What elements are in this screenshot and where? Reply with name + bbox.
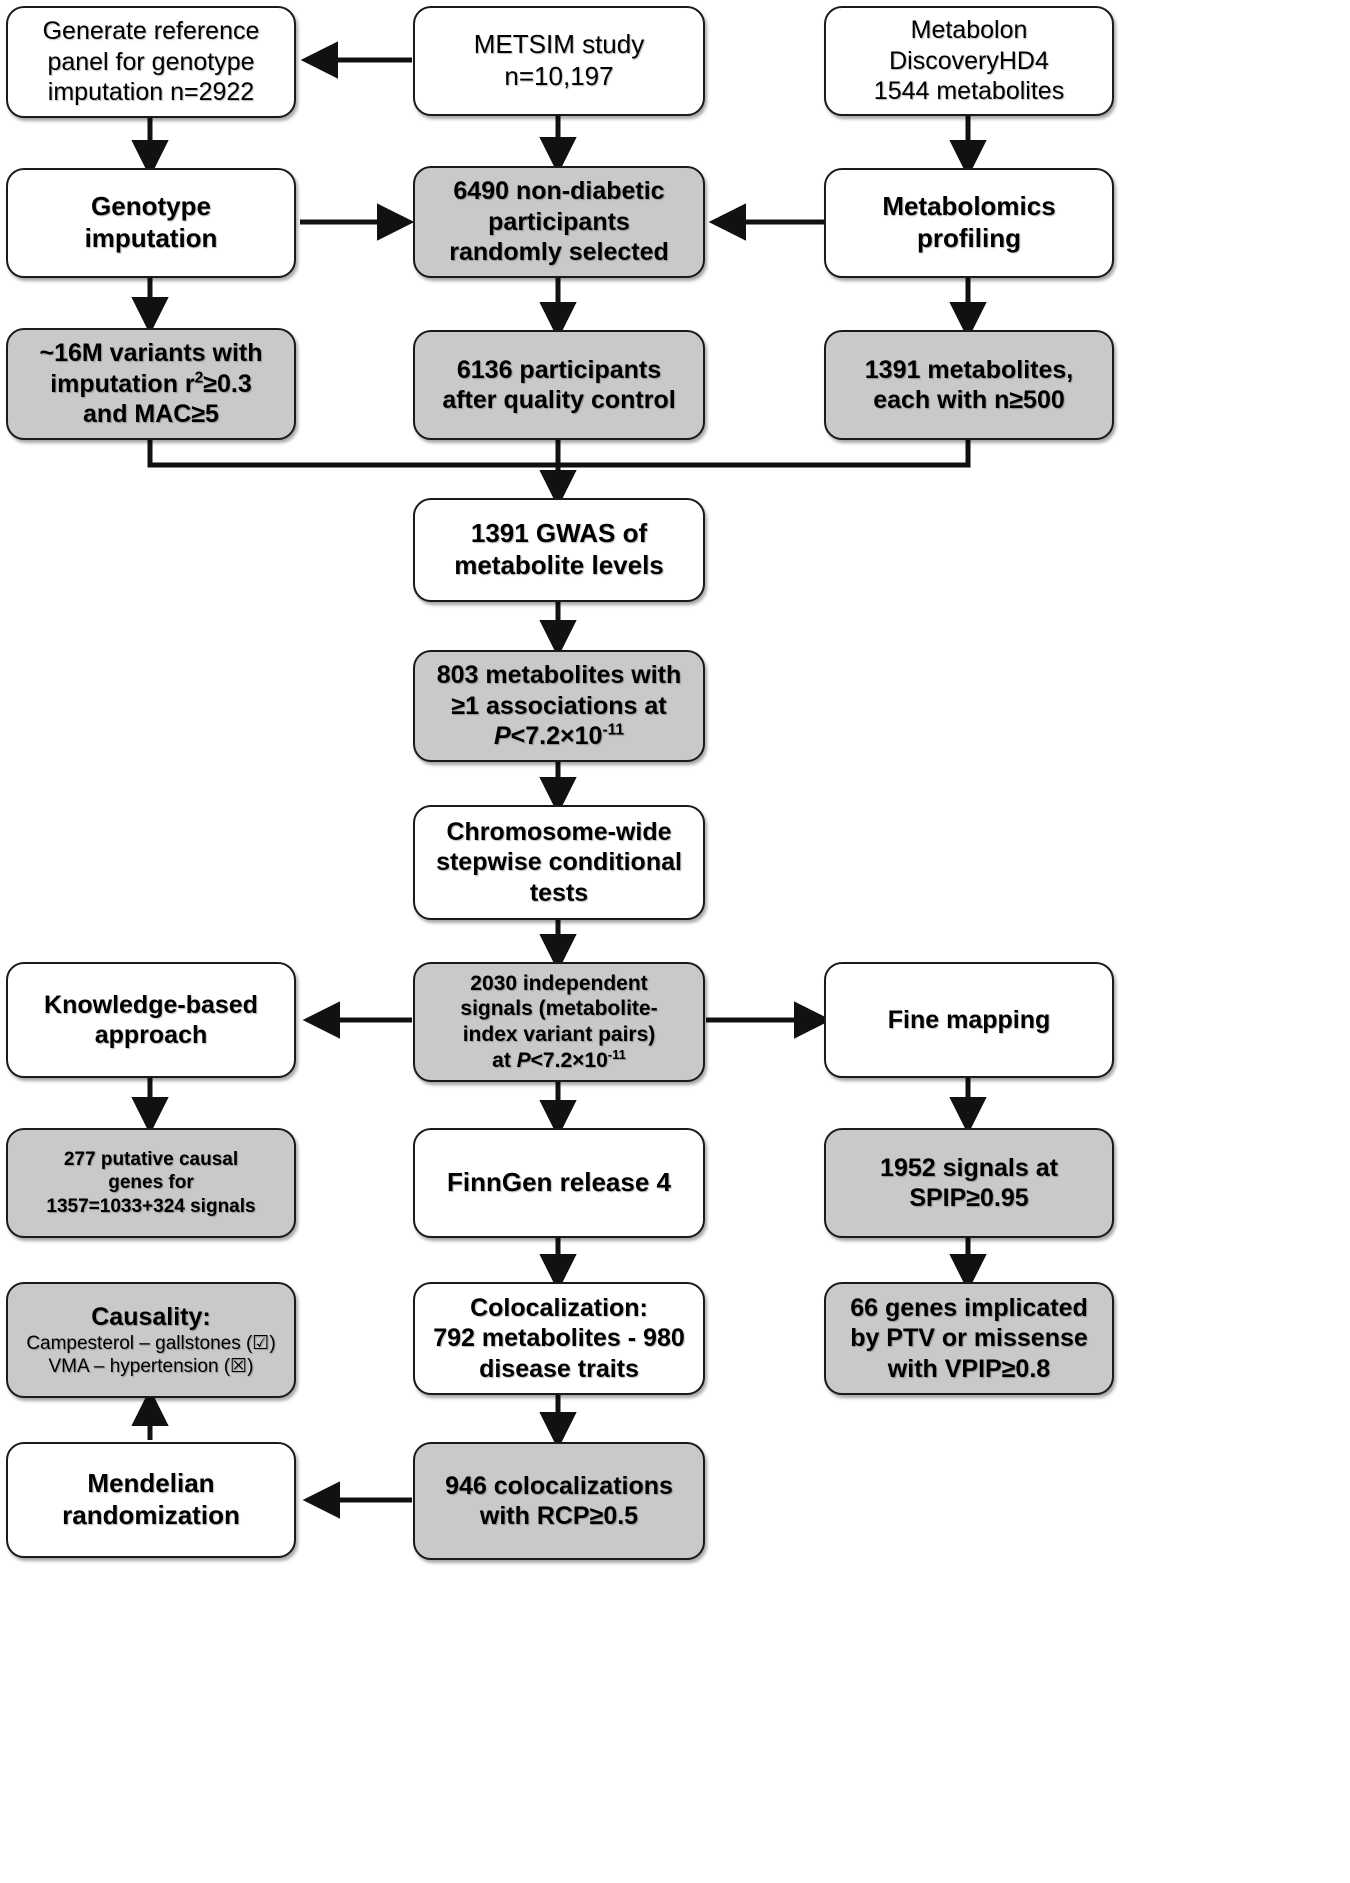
node-non-diabetic-participants: 6490 non-diabetic participants randomly … <box>413 166 705 278</box>
node-variants-text: ~16M variants with imputation r2≥0.3 and… <box>39 339 263 429</box>
node-signals-2030-text: 2030 independent signals (metabolite- in… <box>460 971 658 1072</box>
node-variants: ~16M variants with imputation r2≥0.3 and… <box>6 328 296 440</box>
node-knowledge-based-approach-text: Knowledge-based approach <box>44 990 258 1050</box>
node-signals-2030: 2030 independent signals (metabolite- in… <box>413 962 705 1082</box>
node-finngen-release-text: FinnGen release 4 <box>447 1167 671 1198</box>
node-signals-1952-text: 1952 signals at SPIP≥0.95 <box>880 1153 1058 1213</box>
node-causality-heading: Causality: <box>91 1302 211 1331</box>
node-participants-qc: 6136 participants after quality control <box>413 330 705 440</box>
node-causality-line-vma: VMA – hypertension (☒) <box>48 1356 254 1378</box>
node-finngen-release: FinnGen release 4 <box>413 1128 705 1238</box>
node-reference-panel: Generate reference panel for genotype im… <box>6 6 296 118</box>
node-metabolomics-profiling: Metabolomics profiling <box>824 168 1114 278</box>
node-metsim-study: METSIM study n=10,197 <box>413 6 705 116</box>
node-metabolomics-profiling-text: Metabolomics profiling <box>882 191 1056 253</box>
node-metsim-study-text: METSIM study n=10,197 <box>473 29 645 91</box>
node-knowledge-based-approach: Knowledge-based approach <box>6 962 296 1078</box>
node-reference-panel-text: Generate reference panel for genotype im… <box>42 17 260 107</box>
node-causality-line-campesterol: Campesterol – gallstones (☑) <box>26 1333 276 1355</box>
node-mendelian-randomization: Mendelian randomization <box>6 1442 296 1558</box>
node-causal-genes-277-text: 277 putative causal genes for 1357=1033+… <box>46 1149 256 1217</box>
node-genotype-imputation-text: Genotype imputation <box>84 191 218 253</box>
node-gwas: 1391 GWAS of metabolite levels <box>413 498 705 602</box>
node-colocalizations-946: 946 colocalizations with RCP≥0.5 <box>413 1442 705 1560</box>
node-colocalization: Colocalization: 792 metabolites - 980 di… <box>413 1282 705 1395</box>
metabolites-803-superscript: -11 <box>602 721 624 739</box>
node-causal-genes-277: 277 putative causal genes for 1357=1033+… <box>6 1128 296 1238</box>
node-conditional-tests-text: Chromosome-wide stepwise conditional tes… <box>436 817 682 907</box>
node-mendelian-randomization-text: Mendelian randomization <box>62 1468 240 1530</box>
node-metabolites-n500: 1391 metabolites, each with n≥500 <box>824 330 1114 440</box>
node-metabolites-n500-text: 1391 metabolites, each with n≥500 <box>864 355 1074 415</box>
node-non-diabetic-participants-text: 6490 non-diabetic participants randomly … <box>449 177 669 267</box>
node-fine-mapping-text: Fine mapping <box>887 1005 1051 1034</box>
signals-2030-superscript: -11 <box>607 1046 626 1062</box>
node-causality: Causality: Campesterol – gallstones (☑) … <box>6 1282 296 1398</box>
node-colocalization-text: Colocalization: 792 metabolites - 980 di… <box>433 1293 685 1383</box>
variants-superscript: 2 <box>194 369 204 387</box>
node-gwas-text: 1391 GWAS of metabolite levels <box>454 518 664 580</box>
node-genotype-imputation: Genotype imputation <box>6 168 296 278</box>
node-colocalizations-946-text: 946 colocalizations with RCP≥0.5 <box>445 1471 673 1531</box>
node-genes-66-text: 66 genes implicated by PTV or missense w… <box>850 1293 1088 1383</box>
node-participants-qc-text: 6136 participants after quality control <box>442 355 676 415</box>
node-metabolites-803: 803 metabolites with ≥1 associations at … <box>413 650 705 762</box>
node-causality-text: Causality: Campesterol – gallstones (☑) … <box>16 1302 286 1379</box>
node-conditional-tests: Chromosome-wide stepwise conditional tes… <box>413 805 705 920</box>
node-metabolites-803-text: 803 metabolites with ≥1 associations at … <box>436 661 682 751</box>
node-fine-mapping: Fine mapping <box>824 962 1114 1078</box>
node-genes-66: 66 genes implicated by PTV or missense w… <box>824 1282 1114 1395</box>
node-metabolon: Metabolon DiscoveryHD4 1544 metabolites <box>824 6 1114 116</box>
node-signals-1952: 1952 signals at SPIP≥0.95 <box>824 1128 1114 1238</box>
node-metabolon-text: Metabolon DiscoveryHD4 1544 metabolites <box>873 16 1065 106</box>
